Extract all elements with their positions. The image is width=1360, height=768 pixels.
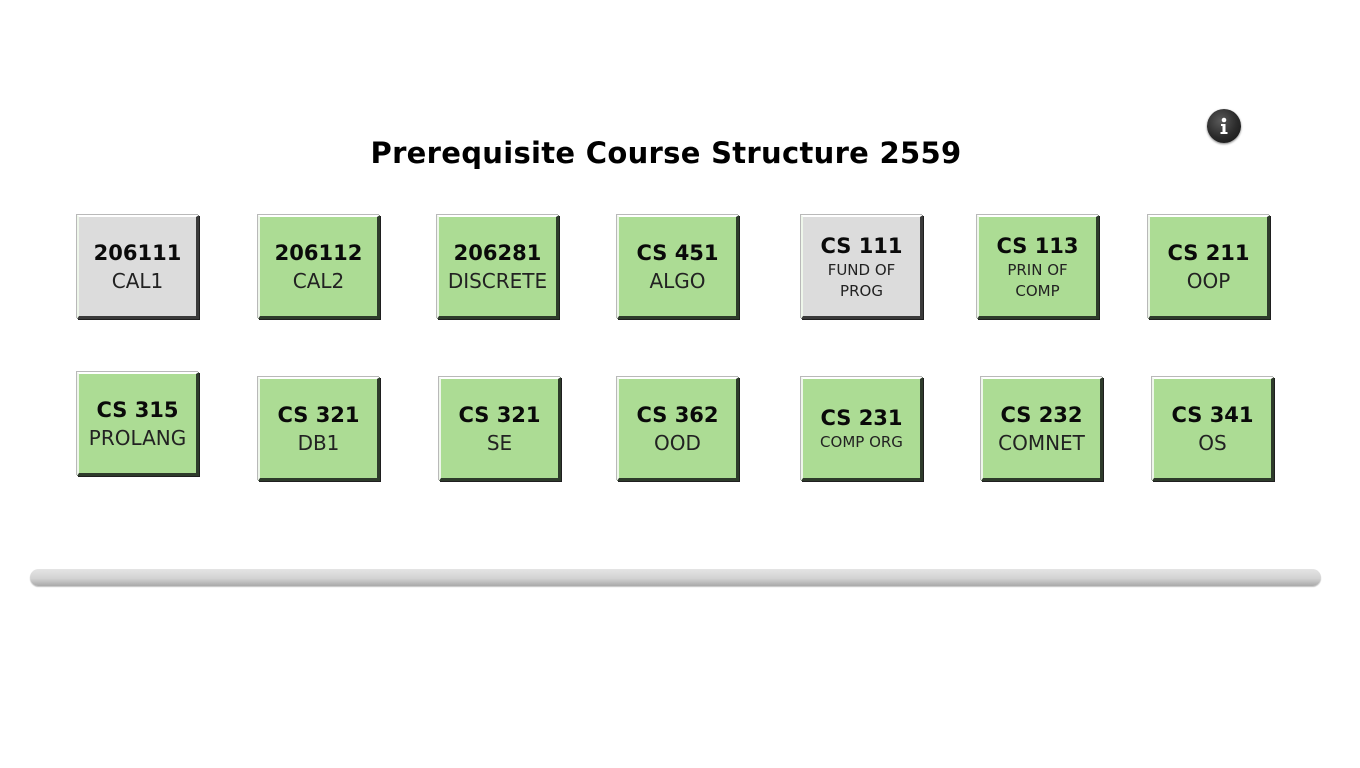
course-tile-cs341[interactable]: CS 341 OS <box>1152 377 1274 481</box>
course-name: OS <box>1198 430 1227 455</box>
course-tile-206112[interactable]: 206112 CAL2 <box>258 215 380 319</box>
course-code: 206112 <box>274 240 363 265</box>
course-tile-cs211[interactable]: CS 211 OOP <box>1148 215 1270 319</box>
course-tile-cs321-db1[interactable]: CS 321 DB1 <box>258 377 380 481</box>
course-name: DB1 <box>297 430 340 455</box>
course-name: COMP ORG <box>820 433 903 451</box>
course-tile-cs362[interactable]: CS 362 OOD <box>617 377 739 481</box>
page-title: Prerequisite Course Structure 2559 <box>370 136 962 170</box>
course-tile-206281[interactable]: 206281 DISCRETE <box>437 215 559 319</box>
course-code: CS 113 <box>996 233 1079 258</box>
course-tile-cs321-se[interactable]: CS 321 SE <box>439 377 561 481</box>
course-name: DISCRETE <box>447 268 548 293</box>
course-code: CS 321 <box>458 402 541 427</box>
info-icon <box>1220 117 1228 134</box>
course-code: CS 341 <box>1171 402 1254 427</box>
course-name: OOP <box>1186 268 1231 293</box>
course-name: ALGO <box>649 268 706 293</box>
course-name: PRIN OF COMP <box>1007 260 1068 300</box>
course-tile-cs451[interactable]: CS 451 ALGO <box>617 215 739 319</box>
course-tile-cs315[interactable]: CS 315 PROLANG <box>77 372 199 476</box>
course-code: CS 231 <box>820 406 903 430</box>
course-tile-cs111[interactable]: CS 111 FUND OF PROG <box>801 215 923 319</box>
course-code: 206281 <box>453 240 542 265</box>
course-name: OOD <box>654 430 701 455</box>
course-name: CAL2 <box>292 268 345 293</box>
course-code: CS 111 <box>820 233 903 258</box>
course-name: FUND OF PROG <box>827 260 896 300</box>
course-tile-cs231[interactable]: CS 231 COMP ORG <box>801 377 923 481</box>
course-name: SE <box>486 430 513 455</box>
course-tile-206111[interactable]: 206111 CAL1 <box>77 215 199 319</box>
course-name: CAL1 <box>111 268 164 293</box>
course-code: 206111 <box>93 240 182 265</box>
course-code: CS 232 <box>1000 402 1083 427</box>
course-code: CS 315 <box>96 397 179 422</box>
course-name: PROLANG <box>88 425 187 450</box>
horizontal-divider <box>30 569 1321 586</box>
course-code: CS 211 <box>1167 240 1250 265</box>
course-name: COMNET <box>998 430 1085 455</box>
course-code: CS 362 <box>636 402 719 427</box>
course-code: CS 451 <box>636 240 719 265</box>
info-button[interactable] <box>1207 109 1241 143</box>
course-tile-cs113[interactable]: CS 113 PRIN OF COMP <box>977 215 1099 319</box>
course-tile-cs232[interactable]: CS 232 COMNET <box>981 377 1103 481</box>
course-code: CS 321 <box>277 402 360 427</box>
